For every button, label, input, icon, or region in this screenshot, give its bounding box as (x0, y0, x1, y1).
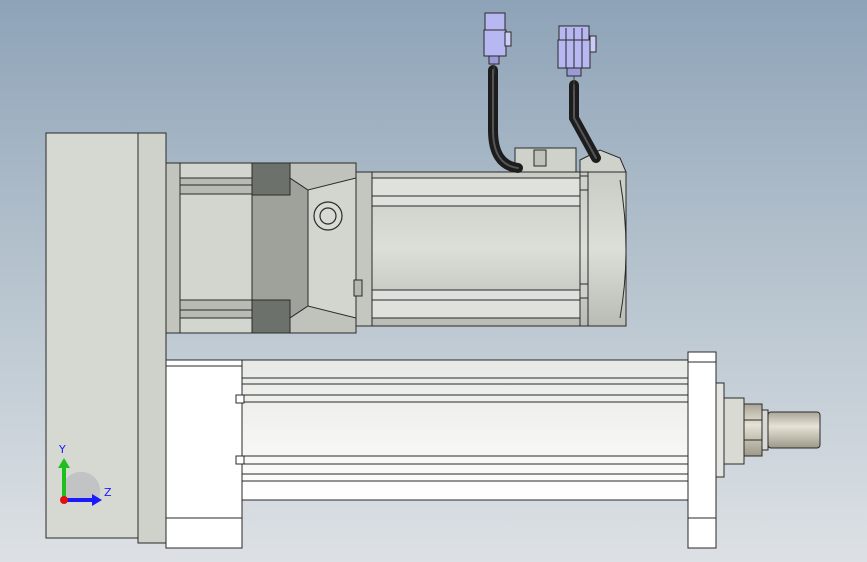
encoder-connector (557, 25, 597, 90)
power-connector (483, 12, 512, 74)
actuator-end-block[interactable] (165, 359, 243, 549)
piston-rod[interactable] (723, 397, 821, 465)
servo-motor[interactable] (353, 171, 627, 327)
coordinate-triad (58, 458, 102, 506)
y-axis-label: Y (59, 443, 66, 456)
motor-cable (488, 65, 601, 173)
gearbox-adapter[interactable] (165, 162, 357, 334)
gearbox-bolt-icon (313, 201, 343, 231)
mounting-plate[interactable] (45, 132, 167, 544)
front-flange[interactable] (687, 351, 725, 549)
cable-boss (514, 147, 627, 173)
z-axis-label: Z (104, 486, 112, 499)
actuator-tube[interactable] (235, 359, 689, 501)
